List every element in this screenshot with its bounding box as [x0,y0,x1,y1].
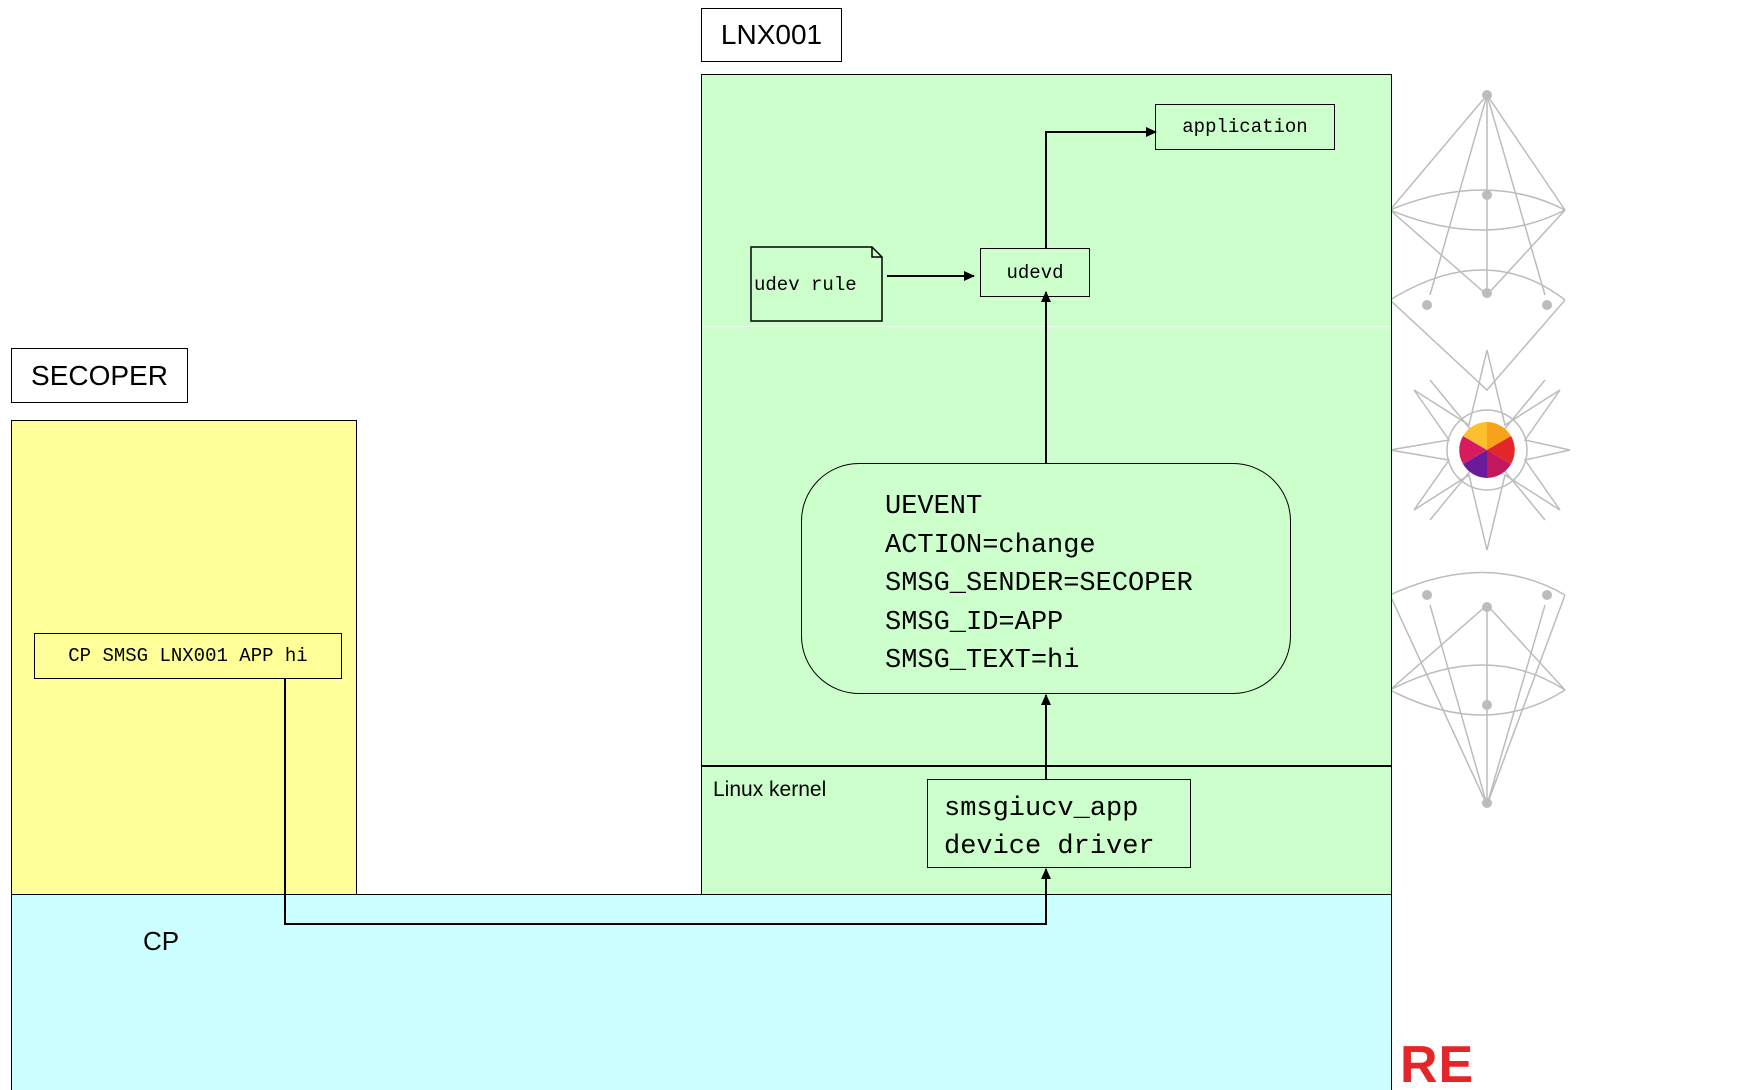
cp-region [11,894,1392,1090]
lnx001-label: LNX001 [701,8,842,62]
cp-label: CP [143,926,180,956]
uevent-line: SMSG_TEXT=hi [885,646,1080,676]
udev-rule-label: udev rule [754,274,857,296]
uevent-line: UEVENT [885,492,983,522]
logo-fragment: RE [1400,1036,1475,1090]
udev-rule-document-shape [750,246,883,322]
uevent-text: UEVENT ACTION=change SMSG_SENDER=SECOPER… [885,488,1193,681]
secoper-label: SECOPER [11,348,188,403]
udevd-box: udevd [980,248,1090,297]
kernel-divider [701,765,1392,767]
uevent-line: SMSG_ID=APP [885,607,1064,638]
application-box: application [1155,104,1335,150]
decorative-globe-graphic [1388,90,1571,808]
uevent-line: SMSG_SENDER=SECOPER [885,569,1193,599]
uevent-line: ACTION=change [885,530,1096,561]
driver-line: device driver [944,832,1155,862]
userspace-divider [702,326,1391,327]
linux-kernel-label: Linux kernel [713,778,827,801]
device-driver-text: smsgiucv_app device driver [944,790,1155,866]
driver-line: smsgiucv_app [944,794,1139,824]
smsg-command-box: CP SMSG LNX001 APP hi [34,633,342,679]
